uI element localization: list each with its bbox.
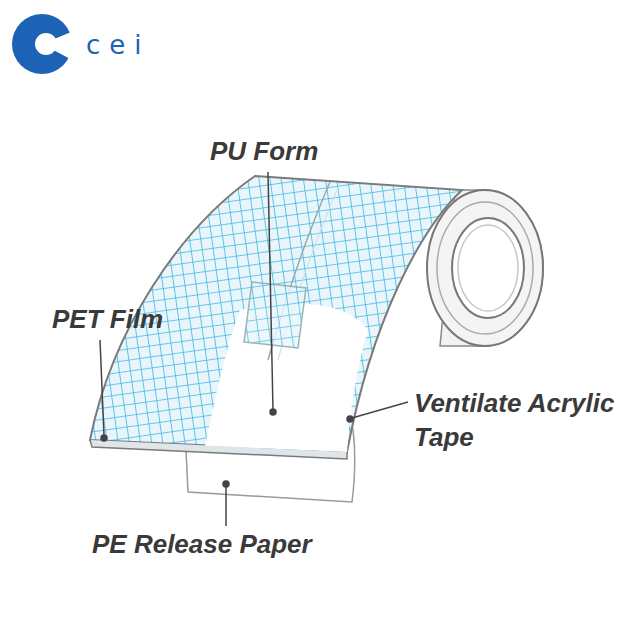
logo-mark [12, 14, 76, 74]
tape-roll [427, 190, 543, 346]
pad-patch [244, 282, 306, 348]
part-label: Ventilate Acrylic Tape [414, 386, 619, 454]
part-label: PU Form [210, 134, 318, 168]
part-label: PE Release Paper [92, 527, 312, 561]
part-label: PET Film [52, 302, 163, 336]
logo-text: cei [86, 30, 151, 60]
leader-lines [100, 172, 408, 526]
